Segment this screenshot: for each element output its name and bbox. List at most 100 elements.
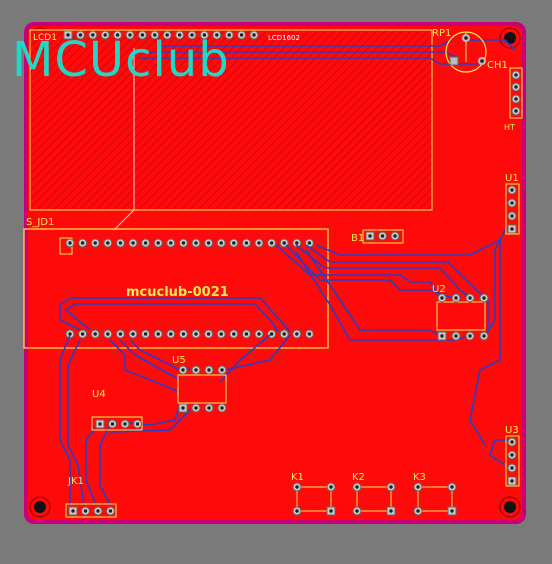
socket-pin [178,329,188,339]
u1-pin [507,224,517,234]
key-pin [447,506,457,516]
key-pin [326,482,336,492]
key-pin [326,506,336,516]
b1-connector: B1 [351,229,404,244]
rp1-potentiometer: RP1 [432,28,487,73]
u2-pin [437,331,447,341]
key-pin [292,482,302,492]
lcd-pin [137,30,147,40]
k2-button: K2 [352,472,392,512]
socket-pin [229,329,239,339]
k3-button: K3 [413,472,453,512]
socket-pin [78,329,88,339]
s-jd1-socket: S_JD1 mcuclub-0021 [23,217,329,349]
socket-pin [178,238,188,248]
ch1-connector: CH1 HT [487,60,523,132]
u4-pin [120,419,130,429]
socket-pin [90,329,100,339]
lcd-pin [150,30,160,40]
board-title: mcuclub-0021 [126,285,229,300]
b1-designator: B1 [351,233,364,244]
socket-pin [128,238,138,248]
jk1-pin [81,506,90,516]
u5-pin [178,365,188,375]
u3-pin [507,437,517,447]
lcd-module: LCD1 LCD1602 [29,29,433,231]
key-pin [352,482,362,492]
u3-pin [507,463,517,473]
key-pin [413,482,423,492]
b1-pin [365,231,375,241]
socket-pin [241,329,251,339]
lcd-pin [187,30,197,40]
u2-pin [465,293,475,303]
u2-chip: U2 [432,284,489,341]
socket-pin [103,329,113,339]
lcd-pin [75,30,85,40]
socket-traces [59,227,513,506]
socket-pin [65,329,75,339]
lcd-header-pins [63,30,259,40]
u5-pin [191,403,201,413]
socket-pin [267,238,277,248]
ch1-pin [511,82,521,92]
key-pins [292,482,457,516]
socket-pin [65,238,75,248]
k3-designator: K3 [413,472,426,483]
brand-logo: MCUclub [12,32,230,88]
socket-pin [216,329,226,339]
b1-pin [390,231,400,241]
ch1-pin [511,94,521,104]
ch1-subtag: HT [504,123,515,132]
key-pin [447,482,457,492]
socket-pin [241,238,251,248]
socket-pin [204,329,214,339]
lcd-pin [63,30,73,40]
key-pin [352,506,362,516]
u1-designator: U1 [505,173,519,184]
jk1-designator: JK1 [67,476,84,487]
lcd-pin [175,30,185,40]
jk1-pin [106,506,115,516]
key-pin [292,506,302,516]
u5-pin [191,365,201,375]
u2-pin [451,331,461,341]
lcd-designator: LCD1 [33,33,57,43]
socket-pin [141,329,151,339]
u3-pin [507,476,517,486]
socket-pin [292,329,302,339]
u5-pin [217,365,227,375]
key-pin [413,506,423,516]
u2-pin [479,331,489,341]
socket-pin [229,238,239,248]
u1-pin [507,185,517,195]
socket-pin [153,329,163,339]
u1-connector: U1 [505,173,520,235]
u5-pin [178,403,188,413]
u5-designator: U5 [172,355,186,366]
ch1-pin [511,70,521,80]
u1-pin [507,198,517,208]
u2-pin [451,293,461,303]
socket-pin [191,329,201,339]
u5-pin [204,403,214,413]
socket-pin [103,238,113,248]
u5-chip: U5 [172,355,227,413]
u5-pin [204,365,214,375]
u2-pin [479,293,489,303]
jk1-pin [93,506,103,516]
u2-designator: U2 [432,284,446,295]
lcd-pin [249,30,259,40]
lcd-pin [113,30,123,40]
socket-pin [304,329,314,339]
socket-pin [153,238,163,248]
socket-pin [279,329,289,339]
u2-pin [465,331,475,341]
socket-pin [115,238,125,248]
lcd-pin [224,30,234,40]
socket-pin [141,238,151,248]
u3-pin [507,450,517,460]
lcd-pin [237,30,247,40]
rp1-designator: RP1 [432,28,451,39]
